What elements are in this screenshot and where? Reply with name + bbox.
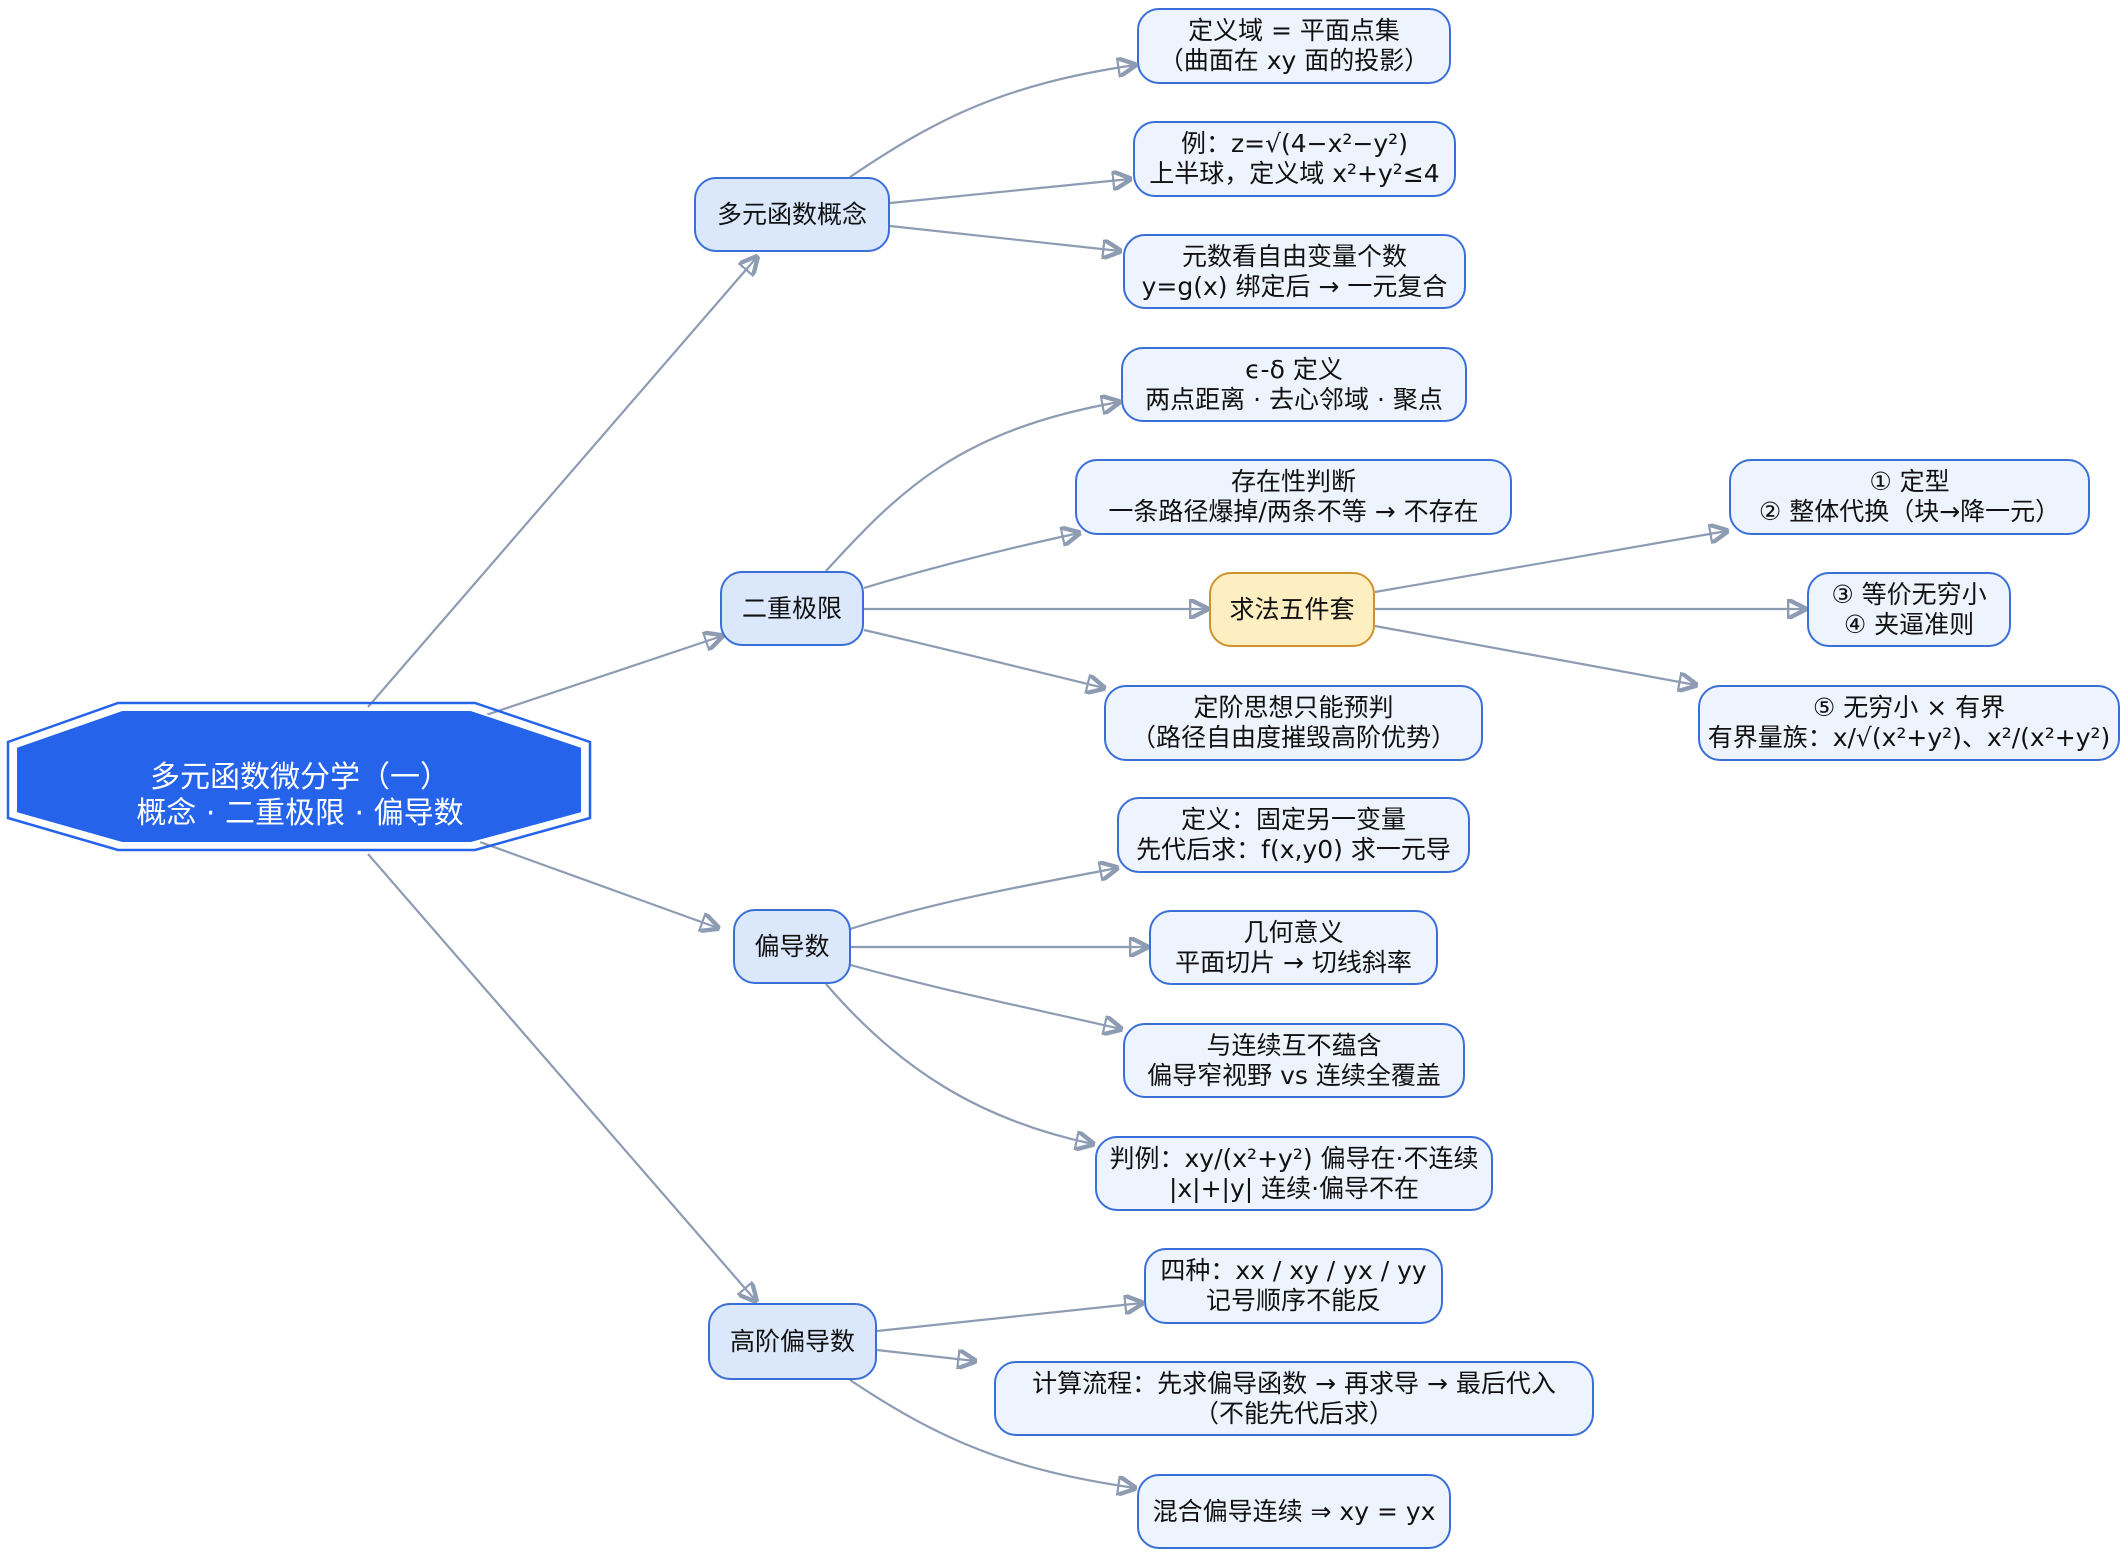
root-node-shape	[6, 701, 592, 852]
edge-partial-1	[846, 868, 1117, 932]
edge-higher-3	[849, 1379, 1135, 1488]
root-title: 多元函数微分学（一）	[150, 760, 450, 795]
leaf-counterexample[interactable]: 判例：xy/(x²+y²) 偏导在·不连续 |x|+|y| 连续·偏导不在	[1095, 1136, 1493, 1211]
leaf-five-methods[interactable]: 求法五件套	[1209, 572, 1375, 647]
leaf-partial-definition[interactable]: 定义：固定另一变量 先代后求：f(x,y0) 求一元导	[1117, 797, 1470, 873]
leaf-domain[interactable]: 定义域 = 平面点集 （曲面在 xy 面的投影）	[1137, 8, 1451, 84]
branch-higher[interactable]: 高阶偏导数	[708, 1303, 877, 1380]
leaf-continuity-relation[interactable]: 与连续互不蕴含 偏导窄视野 vs 连续全覆盖	[1123, 1023, 1465, 1098]
edge-partial-4	[825, 983, 1093, 1144]
leaf-geometric-meaning[interactable]: 几何意义 平面切片 → 切线斜率	[1149, 910, 1438, 985]
edge-concept-2	[889, 179, 1130, 205]
leaf-method-3-4[interactable]: ③ 等价无穷小 ④ 夹逼准则	[1807, 572, 2011, 647]
branch-limit[interactable]: 二重极限	[720, 571, 864, 646]
leaf-computation-flow[interactable]: 计算流程：先求偏导函数 → 再求导 → 最后代入 （不能先代后求）	[994, 1361, 1594, 1436]
leaf-existence[interactable]: 存在性判断 一条路径爆掉/两条不等 → 不存在	[1075, 459, 1512, 535]
edge-root-partial	[479, 840, 718, 928]
branch-concept[interactable]: 多元函数概念	[694, 177, 890, 252]
root-node[interactable]: 多元函数微分学（一） 概念 · 二重极限 · 偏导数	[40, 736, 560, 856]
edge-root-limit	[479, 636, 722, 719]
edge-root-higher	[367, 853, 756, 1301]
leaf-order-idea[interactable]: 定阶思想只能预判 （路径自由度摧毁高阶优势）	[1104, 685, 1483, 761]
edge-concept-1	[849, 65, 1135, 178]
leaf-variable-count[interactable]: 元数看自由变量个数 y=g(x) 绑定后 → 一元复合	[1123, 234, 1466, 309]
leaf-four-kinds[interactable]: 四种：xx / xy / yx / yy 记号顺序不能反	[1144, 1248, 1443, 1324]
edge-limit-exist	[863, 533, 1079, 590]
branch-partial[interactable]: 偏导数	[733, 909, 851, 984]
edge-limit-order	[863, 628, 1104, 688]
leaf-method-1-2[interactable]: ① 定型 ② 整体代换（块→降一元）	[1729, 459, 2090, 535]
edge-five-1	[1374, 531, 1727, 594]
edge-higher-1	[876, 1303, 1142, 1333]
edge-five-3	[1374, 624, 1696, 685]
leaf-epsilon-delta[interactable]: ϵ-δ 定义 两点距离 · 去心邻域 · 聚点	[1121, 347, 1467, 422]
edge-partial-3	[846, 962, 1121, 1029]
edge-concept-3	[889, 224, 1120, 251]
leaf-method-5[interactable]: ⑤ 无穷小 × 有界 有界量族：x/√(x²+y²)、x²/(x²+y²)	[1698, 685, 2120, 761]
edge-root-concept	[367, 257, 757, 708]
edge-higher-2	[876, 1348, 975, 1361]
root-subtitle: 概念 · 二重极限 · 偏导数	[136, 796, 464, 831]
edge-limit-def	[825, 402, 1119, 572]
leaf-example-hemisphere[interactable]: 例：z=√(4−x²−y²) 上半球，定义域 x²+y²≤4	[1133, 121, 1456, 197]
leaf-mixed-partials[interactable]: 混合偏导连续 ⇒ xy = yx	[1137, 1474, 1451, 1549]
